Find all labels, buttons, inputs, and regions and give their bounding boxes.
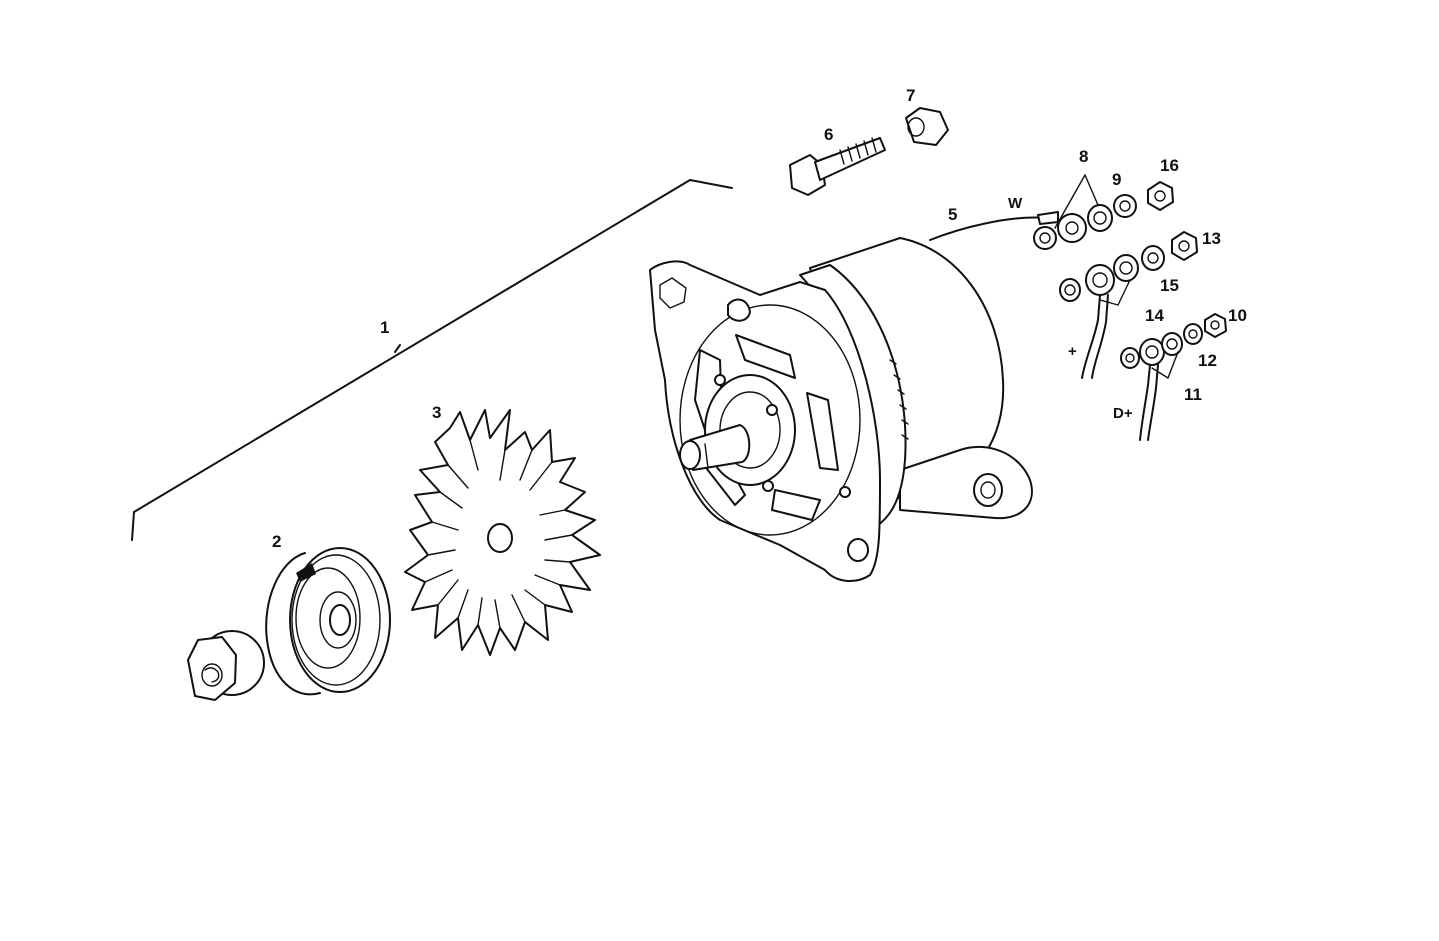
pulley-part bbox=[265, 547, 391, 696]
fan-part bbox=[404, 409, 601, 656]
wire-label-plus: + bbox=[1068, 343, 1077, 360]
assembly-bracket-line bbox=[131, 179, 733, 541]
nut-7-part bbox=[905, 107, 949, 146]
hardware-row-10-11-12 bbox=[1120, 313, 1227, 441]
hardware-row-8-9-16 bbox=[1033, 174, 1174, 250]
callout-7: 7 bbox=[906, 86, 915, 105]
callout-labels: 1 2 3 5 6 7 8 9 16 13 15 14 10 12 11 W +… bbox=[272, 86, 1247, 551]
wire-label-d-plus: D+ bbox=[1113, 405, 1133, 422]
callout-10: 10 bbox=[1228, 306, 1247, 325]
callout-5: 5 bbox=[948, 205, 957, 224]
wire-label-w: W bbox=[1008, 195, 1023, 212]
callout-2: 2 bbox=[272, 532, 281, 551]
callout-12: 12 bbox=[1198, 351, 1217, 370]
callout-8: 8 bbox=[1079, 147, 1088, 166]
hardware-row-13-14-15 bbox=[1059, 231, 1198, 379]
callout-16: 16 bbox=[1160, 156, 1179, 175]
bolt-part bbox=[789, 137, 886, 196]
callout-3: 3 bbox=[432, 403, 441, 422]
callout-9: 9 bbox=[1112, 170, 1121, 189]
callout-6: 6 bbox=[824, 125, 833, 144]
callout-13: 13 bbox=[1202, 229, 1221, 248]
shaft-nut-part bbox=[187, 630, 265, 701]
callout-15: 15 bbox=[1160, 276, 1179, 295]
callout-11: 11 bbox=[1184, 385, 1202, 404]
alternator-body bbox=[649, 237, 1033, 582]
callout-14: 14 bbox=[1145, 306, 1164, 325]
callout-1: 1 bbox=[380, 318, 389, 337]
